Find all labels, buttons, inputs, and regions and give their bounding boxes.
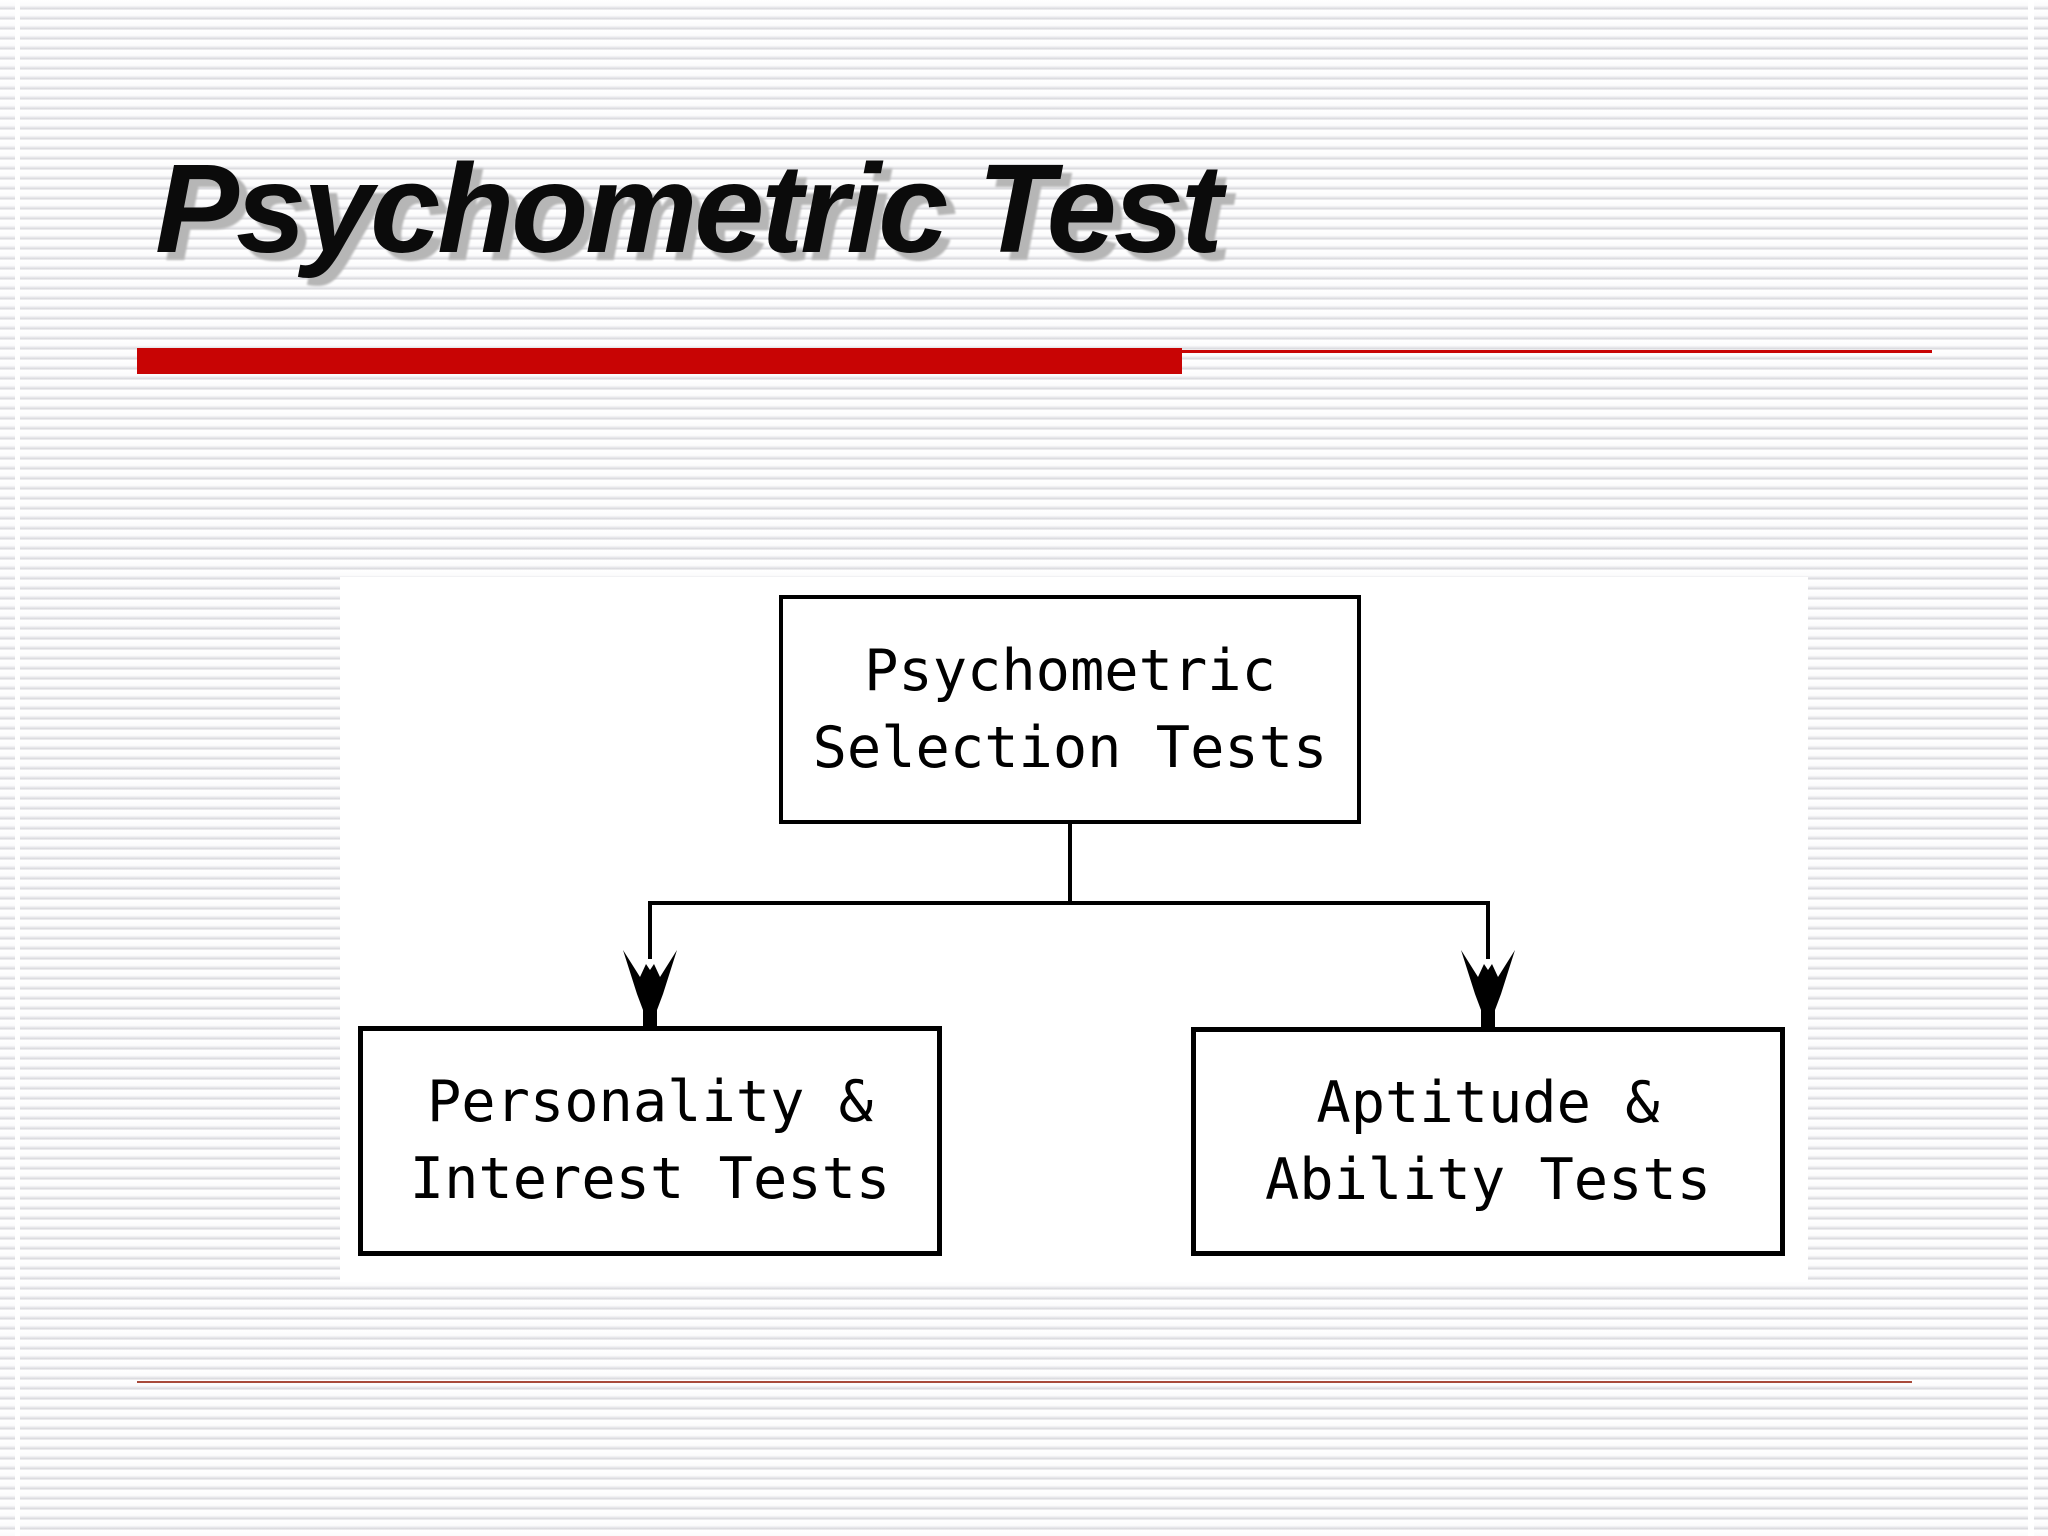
left-arrowhead-icon [623,950,677,1028]
node-aptitude-ability-tests: Aptitude & Ability Tests [1191,1027,1785,1256]
node-label-line: Personality & [426,1069,874,1135]
slide-title: Psychometric Test [155,138,1223,279]
node-label-line: Selection Tests [812,714,1328,781]
connector-lines [623,816,1515,1028]
right-margin-highlight [2028,0,2034,1536]
left-margin-highlight [15,0,20,1536]
node-psychometric-selection-tests: Psychometric Selection Tests [779,595,1361,824]
node-personality-interest-tests: Personality & Interest Tests [358,1026,942,1256]
node-label-line: Ability Tests [1264,1146,1712,1213]
node-label-line: Aptitude & [1316,1069,1660,1136]
right-arrowhead-icon [1461,950,1515,1028]
title-underline-bar [137,348,1182,374]
footer-rule [137,1381,1912,1383]
title-underline-thin-rule [1182,350,1932,353]
flowchart-diagram: Psychometric Selection Tests Personality… [340,577,1808,1282]
node-label-line: Interest Tests [409,1146,891,1212]
node-label-line: Psychometric [864,637,1276,704]
